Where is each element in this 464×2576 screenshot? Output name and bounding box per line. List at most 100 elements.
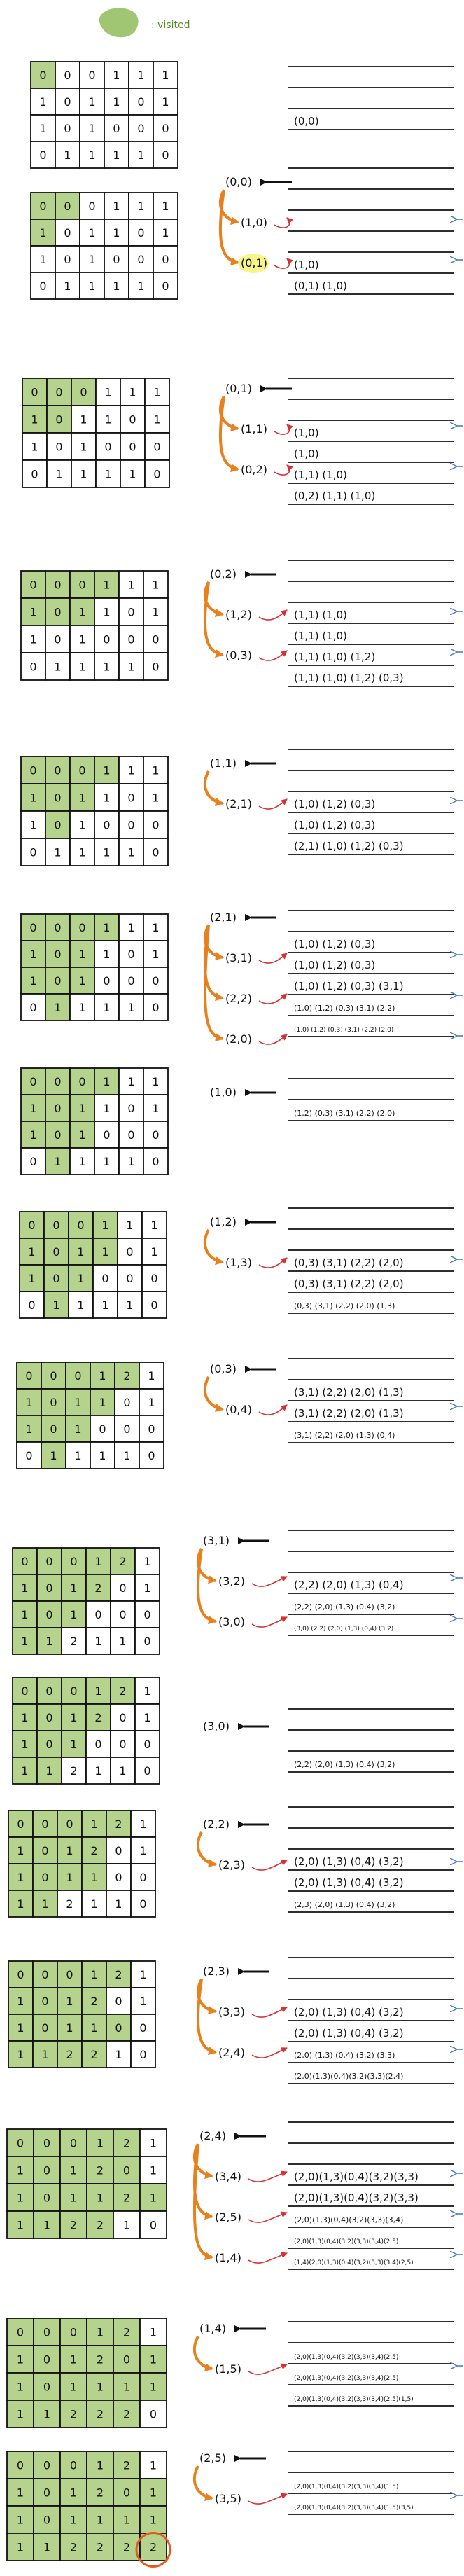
queue-entry: (2,0)(1,3)(0,4)(3,2)(3,3)(3,4)	[294, 2215, 403, 2224]
cell-value: 0	[52, 1245, 59, 1259]
cell-value: 1	[78, 974, 85, 988]
cell-value: 0	[148, 1422, 155, 1436]
grid-cell	[143, 993, 169, 1021]
tree-child-node: (2,2)	[225, 992, 252, 1005]
visited-cell	[6, 2156, 34, 2184]
cell-value: 1	[29, 633, 36, 646]
cell-value: 0	[150, 1272, 157, 1285]
cell-value: 1	[39, 253, 46, 266]
cell-value: 0	[74, 1369, 81, 1383]
grid-cell	[94, 838, 120, 866]
cell-value: 1	[104, 386, 111, 399]
cell-value: 0	[137, 95, 144, 109]
tree-child-node: (3,4)	[215, 2170, 241, 2183]
cell-value: 2	[97, 2541, 104, 2554]
queue-entry: (1,0)	[294, 448, 319, 460]
grid-cell	[30, 141, 56, 169]
cell-value: 0	[28, 1299, 35, 1312]
queue-entry: (1,0) (1,2) (0,3)	[294, 959, 375, 971]
cell-value: 0	[143, 1608, 150, 1621]
cell-value: 0	[70, 1555, 77, 1568]
cell-value: 0	[99, 1422, 106, 1436]
visited-cell	[113, 2505, 141, 2534]
grid-cell	[61, 1757, 87, 1785]
visited-cell	[139, 2345, 167, 2374]
grid-cell	[144, 459, 170, 488]
grid-cell	[143, 940, 169, 968]
cell-value: 1	[29, 791, 36, 805]
cell-value: 1	[123, 2381, 130, 2394]
cell-value: 1	[150, 2459, 157, 2472]
bfs-tree: (1,4)(1,5)	[192, 2322, 463, 2376]
grid-cell	[106, 1890, 132, 1918]
cell-value: 1	[39, 95, 46, 109]
cell-value: 2	[70, 1635, 77, 1648]
cell-value: 1	[70, 1581, 77, 1595]
cell-value: 1	[54, 846, 61, 859]
cell-value: 1	[94, 1684, 101, 1698]
tree-parent-node: (2,4)	[199, 2129, 226, 2142]
cell-value: 1	[31, 441, 38, 454]
queue-entry: (2,0) (1,3) (0,4) (3,2)	[294, 1855, 404, 1868]
cell-value: 0	[39, 148, 46, 162]
cell-value: 1	[29, 819, 36, 832]
cell-value: 0	[103, 819, 110, 832]
grid-cell	[128, 245, 154, 273]
grid-cell	[20, 810, 46, 839]
target-circle	[135, 2532, 171, 2568]
visited-cell	[81, 2040, 107, 2068]
cell-value: 1	[21, 1738, 28, 1751]
cell-value: 0	[52, 1272, 59, 1285]
visited-cell	[69, 1121, 95, 1149]
grid-cell	[130, 1863, 156, 1891]
cell-value: 0	[28, 1219, 35, 1232]
visited-cell	[81, 1863, 107, 1891]
tree-parent-node: (1,4)	[199, 2322, 226, 2335]
grid-cell	[134, 1730, 160, 1758]
queue-stack: (2,2) (2,0) (1,3) (0,4) (3,2)	[288, 1708, 454, 1773]
cell-value: 1	[29, 1102, 36, 1115]
cell-value: 1	[29, 606, 36, 619]
cell-value: 1	[113, 279, 120, 293]
cell-value: 0	[43, 2353, 50, 2367]
cell-value: 0	[64, 95, 71, 109]
tree-child-node: (3,3)	[218, 2005, 245, 2018]
cell-value: 0	[55, 413, 62, 427]
grid-cell	[118, 756, 144, 784]
cell-value: 0	[119, 1608, 126, 1621]
queue-entry: (0,0)	[294, 115, 319, 127]
cell-value: 2	[90, 1844, 97, 1857]
tree-edge-arrow	[203, 1376, 224, 1413]
grid-cell	[114, 1415, 140, 1443]
grid-cell	[94, 1147, 120, 1175]
grid-cell	[130, 2040, 156, 2068]
bfs-tree: (2,4)(3,4)(2,5)(1,4)	[192, 2129, 463, 2264]
cell-value: 1	[123, 2219, 130, 2232]
grid-cell	[153, 141, 178, 169]
grid-cell	[55, 141, 80, 169]
push-arrow	[258, 993, 288, 1004]
visited-cell	[41, 1388, 66, 1416]
queue-entry: (3,1) (2,2) (2,0) (1,3) (0,4)	[294, 1431, 395, 1440]
queue-entry: (2,3) (2,0) (1,3) (0,4) (3,2)	[294, 1900, 395, 1909]
cell-value: 0	[152, 1155, 159, 1168]
grid-cell	[55, 272, 80, 300]
grid-cell	[143, 913, 169, 941]
visited-cell	[33, 2400, 61, 2428]
visited-cell	[6, 2128, 34, 2157]
cell-value: 2	[97, 2486, 104, 2500]
cell-value: 1	[150, 2326, 157, 2339]
grid-cell	[94, 652, 120, 681]
cell-value: 0	[43, 2381, 50, 2394]
queue-stack: (1,1) (1,0)(1,1) (1,0)(1,1) (1,0) (1,2)(…	[288, 560, 454, 687]
bfs-tree: (1,0)	[210, 1086, 276, 1099]
grid-cell	[120, 378, 146, 406]
cell-value: 1	[101, 1219, 108, 1232]
cell-value: 2	[119, 1555, 126, 1568]
